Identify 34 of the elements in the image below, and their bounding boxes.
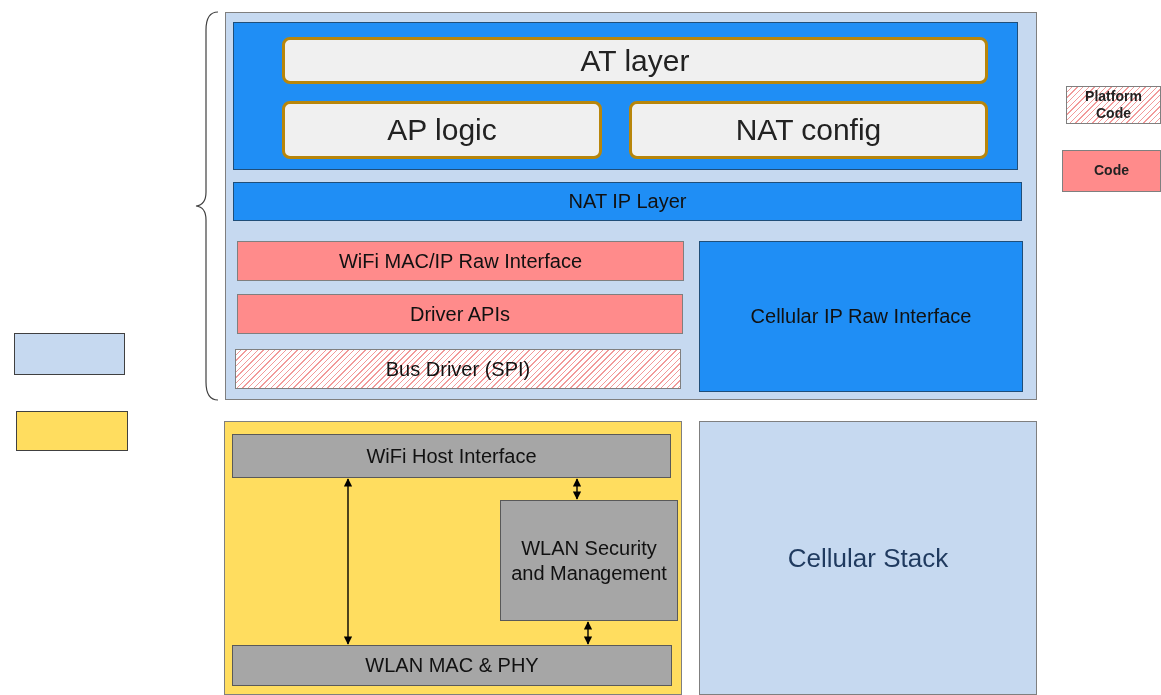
arrow (572, 478, 582, 500)
module-box (14, 333, 125, 375)
node-label: Cellular IP Raw Interface (750, 304, 972, 329)
layer-box (699, 241, 1023, 392)
node-label: WiFi MAC/IP Raw Interface (339, 248, 582, 274)
node-label: Bus Driver (SPI) (385, 356, 531, 382)
node-label: AP logic (387, 112, 497, 149)
node-label: Driver APIs (410, 301, 510, 327)
node-label: NAT config (735, 112, 882, 149)
process-box (629, 101, 988, 159)
arrow (343, 478, 353, 645)
stack-box (699, 421, 1037, 695)
layer-bar (235, 349, 681, 389)
arrow (583, 621, 593, 645)
layer-bar (237, 241, 684, 281)
layer-bar (237, 294, 683, 334)
layer-bar (232, 434, 671, 478)
node-label: Cellular Stack (787, 541, 949, 575)
legend-label: Platform Code (1084, 87, 1143, 123)
layer-bar (233, 182, 1022, 221)
node-label: NAT IP Layer (568, 189, 687, 214)
node-label: WLAN Security and Management (510, 535, 668, 586)
module-box (16, 411, 128, 451)
process-box (282, 37, 988, 84)
module-panel (224, 421, 682, 695)
process-box (282, 101, 602, 159)
application-panel (233, 22, 1018, 170)
process-box (500, 500, 678, 621)
node-label: WLAN MAC & PHY (365, 653, 539, 678)
layer-bar (232, 645, 672, 686)
node-label: WiFi Host Interface (366, 443, 537, 469)
node-label: AT layer (580, 42, 690, 79)
legend-label: Code (1094, 162, 1129, 180)
appzone-panel (225, 12, 1037, 400)
